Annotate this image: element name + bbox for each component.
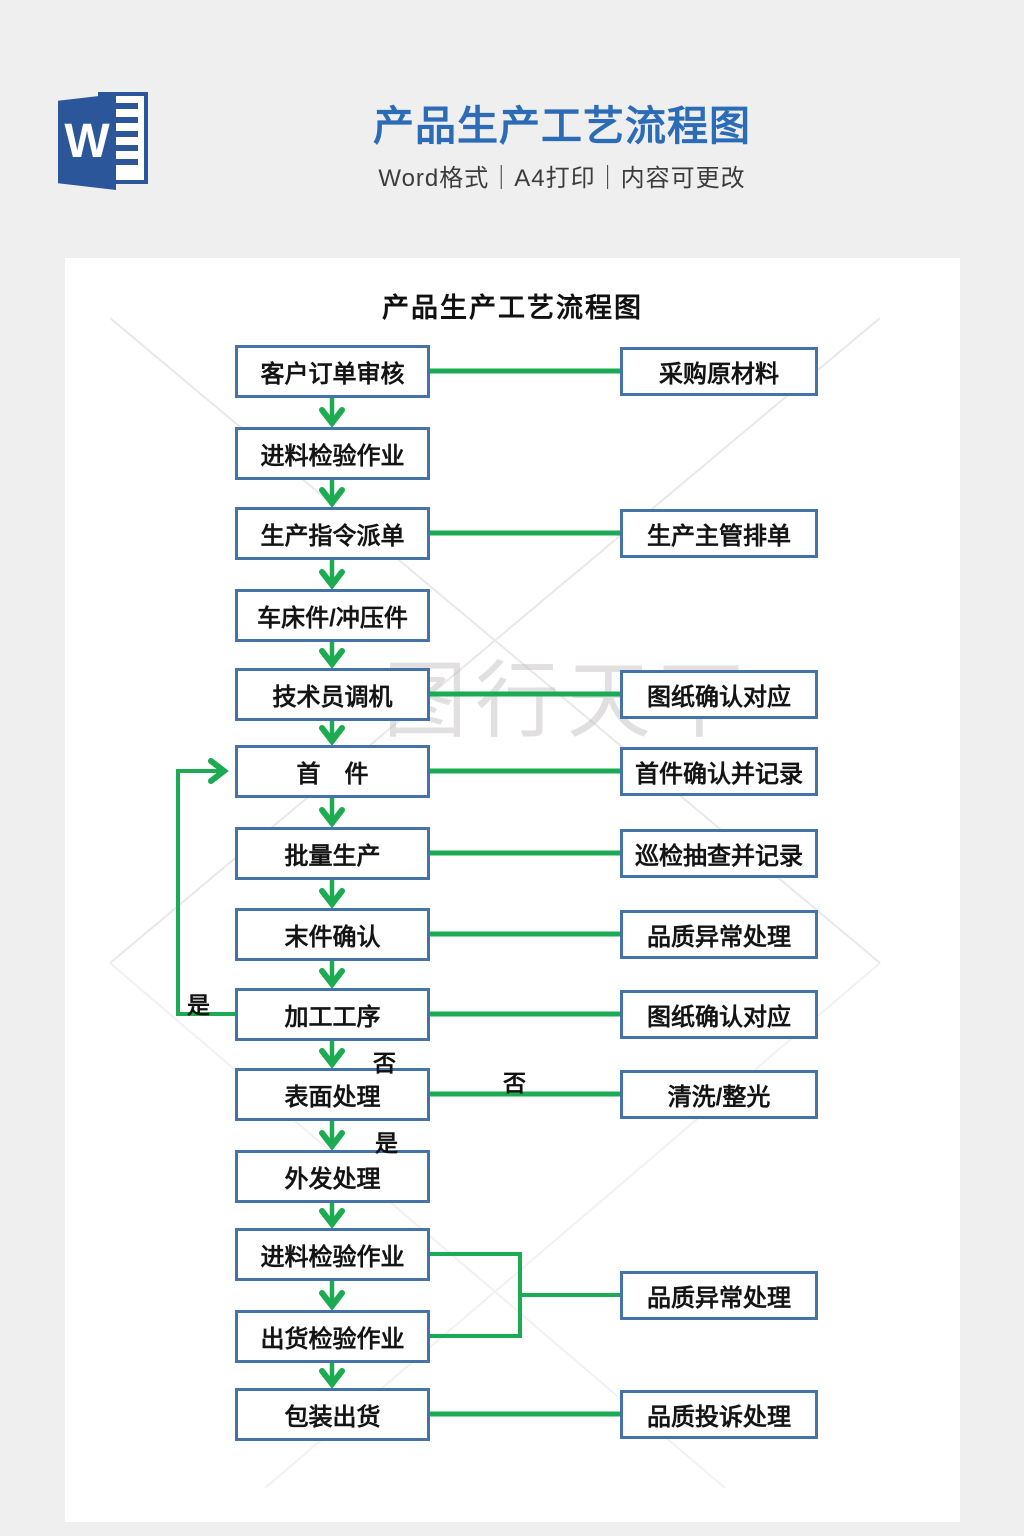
flow-step-last-article-check: 末件确认: [235, 908, 430, 961]
word-file-icon: W: [58, 86, 156, 192]
flow-step-lathe-stamping-parts: 车床件/冲压件: [235, 589, 430, 642]
flowchart-title: 产品生产工艺流程图: [382, 293, 643, 323]
decision-label-yes-loop: 是: [187, 992, 210, 1018]
page-title: 产品生产工艺流程图: [373, 103, 751, 149]
page-subtitle: Word格式｜A4打印｜内容可更改: [378, 165, 746, 192]
decision-label-no-process: 否: [373, 1050, 396, 1076]
flow-note-patrol-check-record: 巡检抽查并记录: [620, 829, 818, 878]
flow-note-quality-exception-2: 品质异常处理: [620, 1271, 818, 1320]
flow-step-order-review: 客户订单审核: [235, 345, 430, 398]
flow-step-batch-production: 批量生产: [235, 827, 430, 880]
flow-note-complaint-handling: 品质投诉处理: [620, 1390, 818, 1439]
flow-step-outsourcing: 外发处理: [235, 1150, 430, 1203]
flow-step-first-article: 首 件: [235, 745, 430, 798]
flow-note-drawing-confirm-1: 图纸确认对应: [620, 670, 818, 719]
flow-step-incoming-inspection-2: 进料检验作业: [235, 1228, 430, 1281]
flow-note-quality-exception-1: 品质异常处理: [620, 910, 818, 959]
document-preview-card: 图行天下 产品生产工艺流程图: [65, 258, 960, 1522]
flow-step-surface-treatment: 表面处理: [235, 1068, 430, 1121]
flow-step-production-dispatch: 生产指令派单: [235, 507, 430, 560]
flow-note-first-article-record: 首件确认并记录: [620, 747, 818, 796]
flow-note-purchase-materials: 采购原材料: [620, 347, 818, 396]
flow-connectors: [176, 368, 620, 1417]
decision-label-yes-surface: 是: [375, 1130, 398, 1156]
word-icon-letter: W: [64, 115, 110, 168]
decision-label-no-surface: 否: [503, 1070, 526, 1096]
word-icon-cover: W: [58, 94, 116, 190]
flow-note-cleaning-polishing: 清洗/整光: [620, 1070, 818, 1119]
flow-step-processing: 加工工序: [235, 988, 430, 1041]
flow-step-outgoing-inspection: 出货检验作业: [235, 1310, 430, 1363]
flow-note-supervisor-scheduling: 生产主管排单: [620, 509, 818, 558]
flow-step-packing-shipment: 包装出货: [235, 1388, 430, 1441]
flow-step-incoming-inspection: 进料检验作业: [235, 427, 430, 480]
flow-step-technician-setup: 技术员调机: [235, 668, 430, 721]
flow-note-drawing-confirm-2: 图纸确认对应: [620, 990, 818, 1039]
